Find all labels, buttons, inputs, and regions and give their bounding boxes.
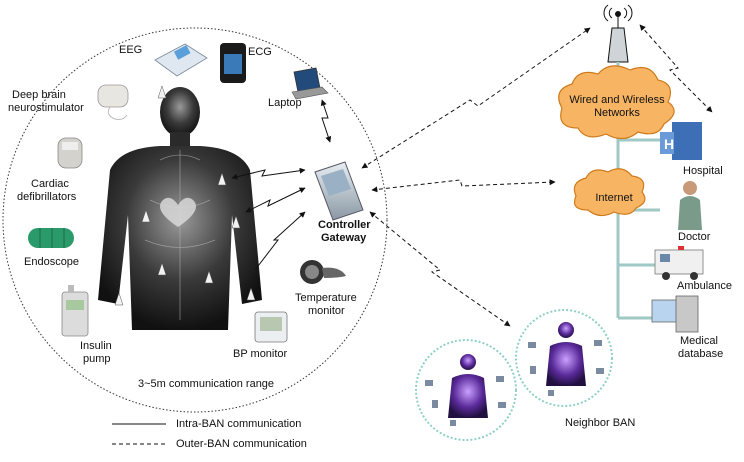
neighbor-ban-1 (415, 339, 517, 441)
label-insulin-1: Insulin (80, 340, 112, 352)
bp-monitor-icon (254, 311, 288, 343)
label-cardiac-1: Cardiac (31, 178, 69, 190)
endoscope-icon (28, 228, 74, 248)
hospital-icon: H (660, 122, 702, 160)
label-controller-2: Gateway (321, 232, 367, 244)
networks-cloud (558, 65, 675, 140)
server-icon (651, 295, 699, 333)
label-hospital: Hospital (683, 165, 723, 177)
label-laptop: Laptop (268, 97, 302, 109)
label-networks-2: Networks (594, 107, 640, 119)
neurostimulator-icon (97, 84, 129, 120)
intra-ban-links (231, 99, 332, 271)
body-sensors (114, 85, 256, 306)
temperature-monitor-icon (300, 260, 346, 284)
label-networks-1: Wired and Wireless (569, 94, 665, 106)
svg-text:H: H (664, 136, 674, 152)
label-neighbor-ban: Neighbor BAN (565, 417, 636, 429)
label-temp-1: Temperature (295, 292, 357, 304)
label-bp-monitor: BP monitor (233, 348, 288, 360)
label-controller-1: Controller (318, 219, 371, 231)
label-eeg: EEG (119, 44, 143, 56)
eeg-device-icon (154, 43, 208, 77)
label-internet: Internet (595, 192, 633, 204)
label-deep-brain-1: Deep brain (12, 89, 66, 101)
label-ecg: ECG (248, 46, 272, 58)
doctor-icon (678, 181, 702, 230)
label-ambulance: Ambulance (677, 280, 733, 292)
label-doctor: Doctor (678, 231, 711, 243)
label-temp-2: monitor (308, 305, 345, 317)
antenna-tower-icon (603, 4, 633, 63)
outer-ban-links (361, 24, 713, 327)
human-body-icon (98, 87, 262, 330)
neighbor-ban-2 (515, 309, 613, 407)
label-insulin-2: pump (83, 353, 111, 365)
label-medical-db-1: Medical (680, 335, 718, 347)
label-cardiac-2: defibrillators (17, 191, 77, 203)
label-deep-brain-2: neurostimulator (8, 102, 84, 114)
insulin-pump-icon (61, 285, 89, 337)
smartphone-icon (314, 161, 364, 221)
label-range: 3~5m communication range (138, 378, 275, 390)
internet-cloud (573, 168, 646, 217)
legend-outer-label: Outer-BAN communication (176, 438, 307, 450)
legend-intra-label: Intra-BAN communication (176, 418, 302, 430)
label-medical-db-2: database (678, 348, 724, 360)
ecg-device-icon (220, 43, 246, 83)
label-endoscope: Endoscope (24, 256, 80, 268)
ambulance-icon (654, 246, 704, 280)
defibrillator-icon (57, 137, 83, 169)
laptop-icon (291, 67, 329, 100)
